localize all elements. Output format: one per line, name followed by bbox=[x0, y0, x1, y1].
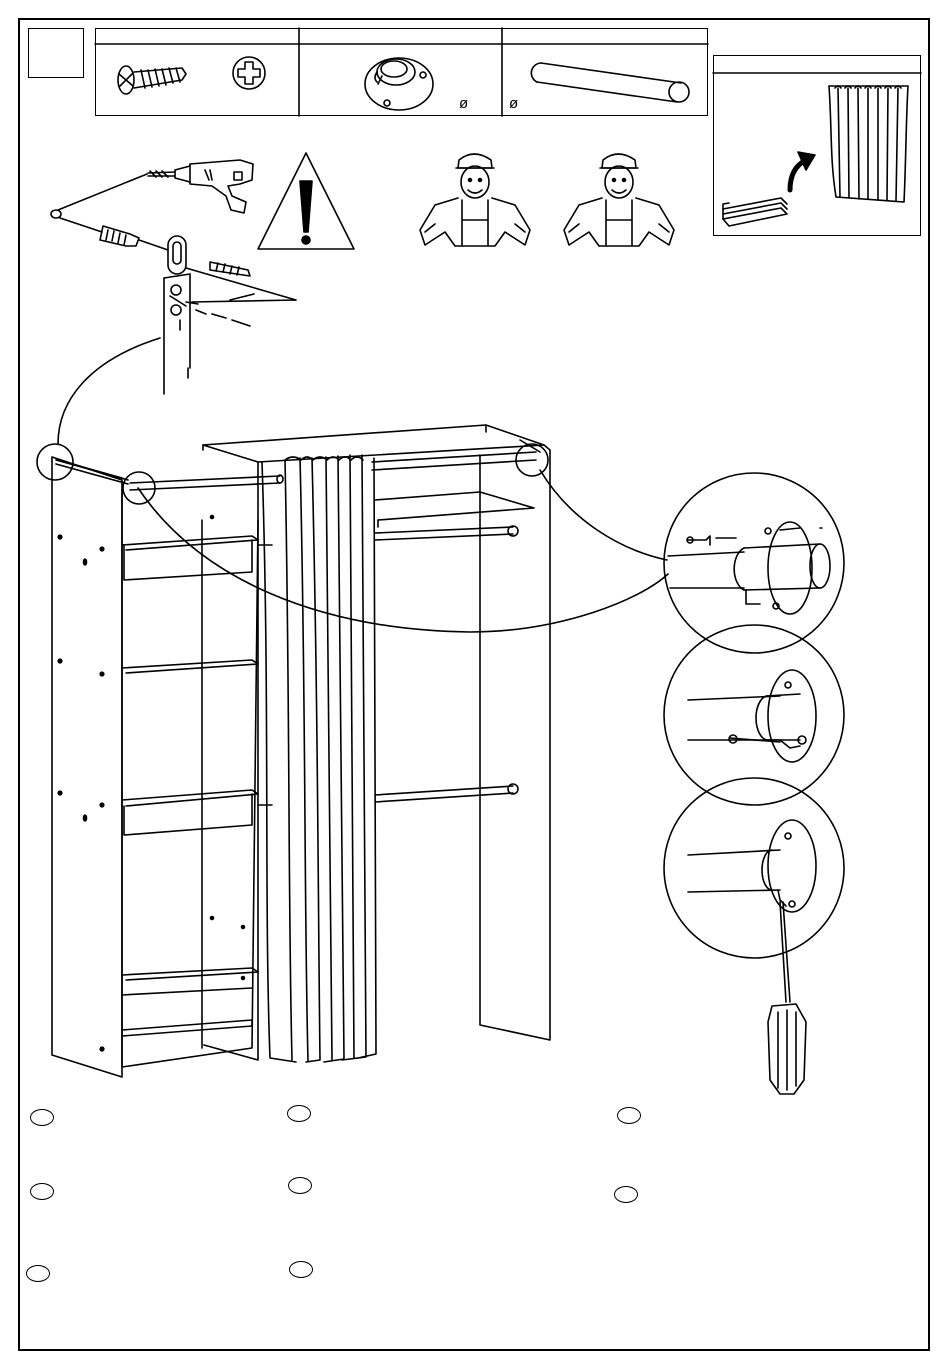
screw-icon bbox=[118, 66, 186, 94]
wall-plug-icon bbox=[100, 226, 168, 250]
language-marker bbox=[289, 1261, 313, 1278]
wall-bracket-icon bbox=[164, 236, 296, 394]
arrow-icon bbox=[790, 152, 815, 190]
screw-small-icon bbox=[210, 262, 250, 276]
rod-support-icon bbox=[365, 58, 433, 110]
phillips-head-icon bbox=[233, 57, 265, 89]
screwdriver-icon bbox=[768, 902, 806, 1094]
left-side-panel bbox=[52, 457, 122, 1077]
language-marker bbox=[288, 1177, 312, 1194]
drill-detail bbox=[51, 160, 296, 394]
warning-icon bbox=[258, 153, 354, 249]
two-person-assembly-icon bbox=[420, 154, 674, 246]
curtain-inset bbox=[713, 73, 921, 226]
language-marker bbox=[30, 1109, 54, 1126]
language-marker bbox=[26, 1265, 50, 1282]
detail-step-1 bbox=[664, 473, 844, 653]
language-marker bbox=[617, 1107, 641, 1124]
callout-circle-rod bbox=[123, 472, 155, 504]
top-hanging-rod bbox=[56, 440, 540, 490]
wardrobe-illustration bbox=[52, 425, 550, 1077]
rod-icon bbox=[531, 63, 689, 102]
language-marker bbox=[614, 1186, 638, 1203]
drill-icon bbox=[148, 160, 253, 213]
curtain-on-rod bbox=[262, 455, 376, 1062]
curtain-icon bbox=[829, 86, 908, 202]
worker-icon-right bbox=[564, 154, 674, 246]
folded-curtain-icon bbox=[723, 198, 787, 226]
language-marker bbox=[30, 1183, 54, 1200]
worker-icon-left bbox=[420, 154, 530, 246]
parts-table-grid bbox=[95, 28, 708, 116]
language-marker bbox=[287, 1105, 311, 1122]
